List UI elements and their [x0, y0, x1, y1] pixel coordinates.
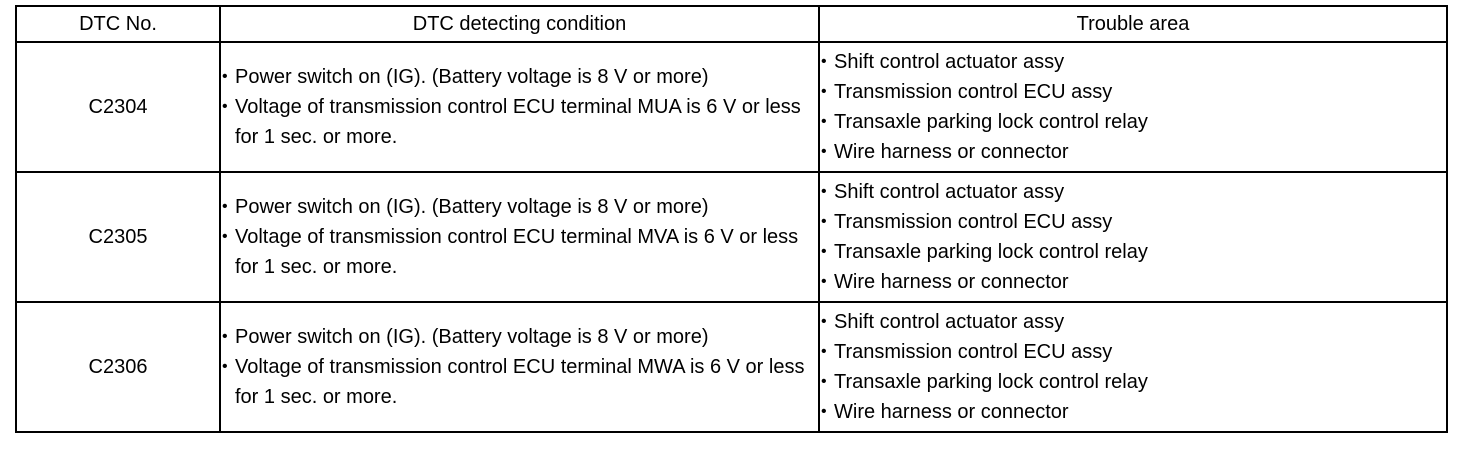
condition-item: Power switch on (IG). (Battery voltage i…	[221, 62, 818, 92]
table-row: C2305 Power switch on (IG). (Battery vol…	[15, 171, 1448, 303]
header-row: DTC No. DTC detecting condition Trouble …	[15, 5, 1448, 43]
condition-list: Power switch on (IG). (Battery voltage i…	[221, 62, 818, 152]
trouble-area-item: Shift control actuator assy	[820, 307, 1446, 337]
detecting-condition-cell: Power switch on (IG). (Battery voltage i…	[219, 41, 820, 173]
trouble-area-cell: Shift control actuator assy Transmission…	[818, 171, 1448, 303]
trouble-area-item: Wire harness or connector	[820, 397, 1446, 427]
detecting-condition-cell: Power switch on (IG). (Battery voltage i…	[219, 171, 820, 303]
table-row: C2306 Power switch on (IG). (Battery vol…	[15, 301, 1448, 433]
condition-list: Power switch on (IG). (Battery voltage i…	[221, 192, 818, 282]
condition-list: Power switch on (IG). (Battery voltage i…	[221, 322, 818, 412]
header-dtc-no: DTC No.	[15, 5, 221, 43]
trouble-area-item: Wire harness or connector	[820, 137, 1446, 167]
condition-item: Voltage of transmission control ECU term…	[221, 92, 818, 152]
trouble-area-item: Wire harness or connector	[820, 267, 1446, 297]
condition-item: Power switch on (IG). (Battery voltage i…	[221, 192, 818, 222]
trouble-area-item: Shift control actuator assy	[820, 177, 1446, 207]
trouble-area-item: Transaxle parking lock control relay	[820, 367, 1446, 397]
dtc-table: DTC No. DTC detecting condition Trouble …	[15, 5, 1448, 433]
table-row: C2304 Power switch on (IG). (Battery vol…	[15, 41, 1448, 173]
trouble-area-item: Transaxle parking lock control relay	[820, 107, 1446, 137]
dtc-code: C2304	[15, 41, 221, 173]
trouble-area-list: Shift control actuator assy Transmission…	[820, 177, 1446, 297]
trouble-area-list: Shift control actuator assy Transmission…	[820, 307, 1446, 427]
dtc-code: C2306	[15, 301, 221, 433]
trouble-area-cell: Shift control actuator assy Transmission…	[818, 41, 1448, 173]
trouble-area-cell: Shift control actuator assy Transmission…	[818, 301, 1448, 433]
trouble-area-item: Shift control actuator assy	[820, 47, 1446, 77]
trouble-area-item: Transmission control ECU assy	[820, 77, 1446, 107]
trouble-area-item: Transmission control ECU assy	[820, 337, 1446, 367]
trouble-area-item: Transmission control ECU assy	[820, 207, 1446, 237]
condition-item: Power switch on (IG). (Battery voltage i…	[221, 322, 818, 352]
trouble-area-item: Transaxle parking lock control relay	[820, 237, 1446, 267]
dtc-code: C2305	[15, 171, 221, 303]
header-detecting-condition: DTC detecting condition	[219, 5, 820, 43]
detecting-condition-cell: Power switch on (IG). (Battery voltage i…	[219, 301, 820, 433]
condition-item: Voltage of transmission control ECU term…	[221, 222, 818, 282]
trouble-area-list: Shift control actuator assy Transmission…	[820, 47, 1446, 167]
condition-item: Voltage of transmission control ECU term…	[221, 352, 818, 412]
header-trouble-area: Trouble area	[818, 5, 1448, 43]
